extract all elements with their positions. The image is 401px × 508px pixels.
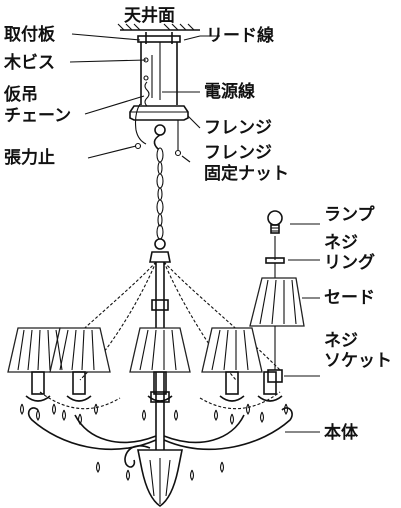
label-ceiling: 天井面 [124, 5, 175, 26]
label-screw-ring-line2: リング [324, 252, 375, 273]
label-flange: フレンジ [204, 118, 272, 138]
ceiling-surface [117, 23, 200, 31]
crystal-drops [19, 403, 289, 481]
chandelier-arms [27, 407, 293, 468]
label-tension-stop: 張力止 [4, 147, 55, 168]
flange [129, 105, 189, 121]
label-flange-nut-line1: フレンジ [204, 143, 272, 163]
label-flange-nut-line2: 固定ナット [204, 163, 289, 184]
flange-fixing-nut [153, 120, 182, 157]
mount-plate [137, 35, 181, 105]
label-screw-socket-line1: ネジ [324, 331, 358, 351]
leader-lines [69, 33, 320, 433]
label-lead-wire: リード線 [206, 25, 274, 46]
label-screw-ring-line1: ネジ [324, 233, 358, 253]
label-body: 本体 [324, 422, 359, 443]
label-power-wire: 電源線 [204, 81, 255, 102]
wood-screw-parts [143, 32, 173, 81]
label-lamp: ランプ [324, 204, 375, 225]
candle-cups [25, 371, 283, 402]
label-screw-socket-line2: ソケット [324, 351, 392, 371]
label-shade: セード [324, 288, 375, 308]
label-mount-plate: 取付板 [4, 24, 56, 45]
exploded-screw-socket [267, 369, 283, 383]
label-wood-screw: 木ビス [3, 52, 55, 73]
exploded-lamp [267, 210, 283, 234]
temporary-chain [144, 81, 150, 107]
exploded-shade [249, 277, 305, 327]
label-temp-chain-line1: 仮吊 [3, 84, 38, 105]
lamp-shades [7, 327, 263, 373]
exploded-screw-ring [265, 257, 285, 264]
label-temp-chain-line2: チェーン [4, 106, 71, 126]
tension-stop [134, 103, 147, 150]
main-chain [156, 147, 164, 240]
